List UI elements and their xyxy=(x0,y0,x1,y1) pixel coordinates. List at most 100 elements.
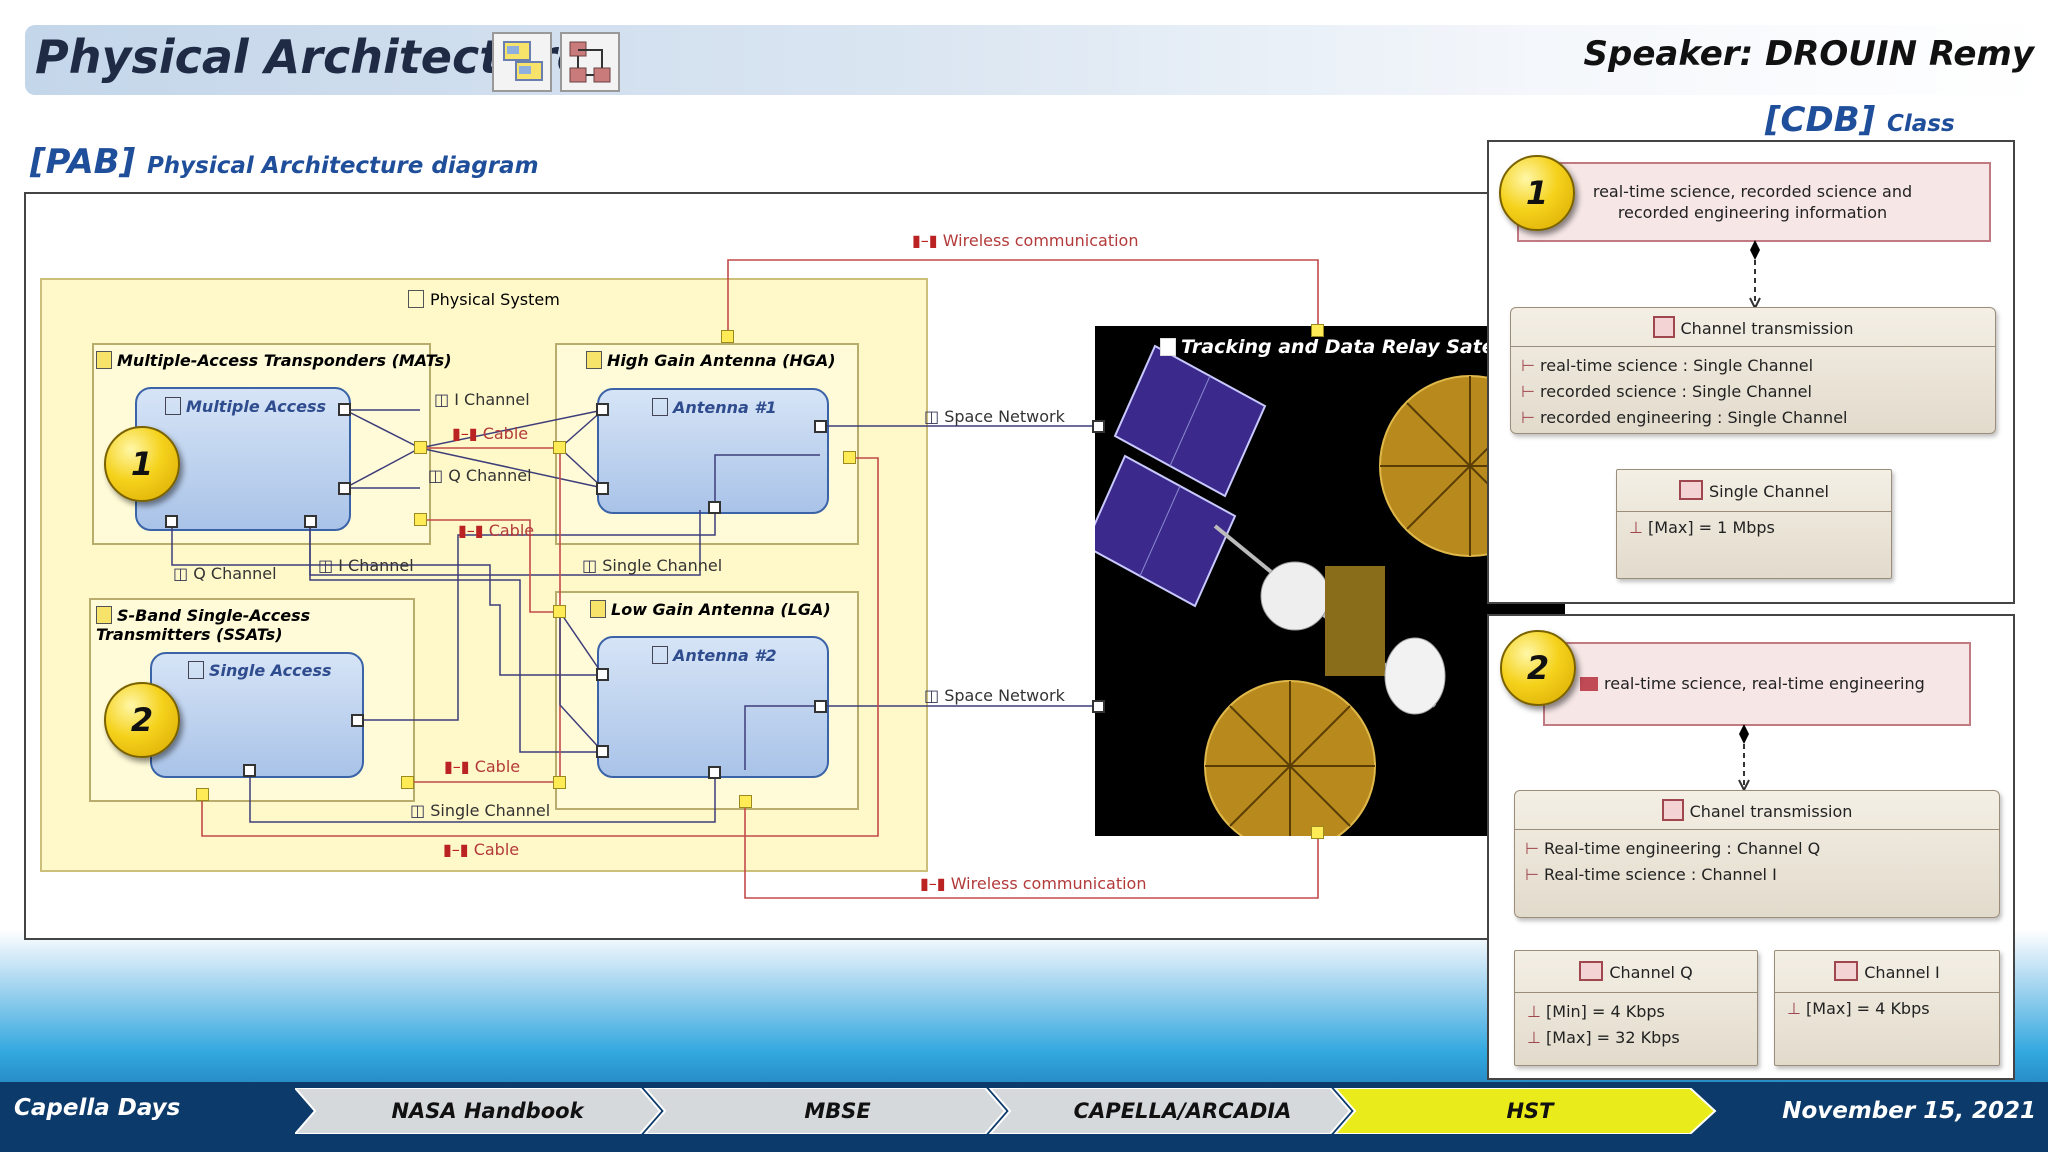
pab-tag: [PAB] xyxy=(30,142,136,182)
attribute-text: recorded engineering : Single Channel xyxy=(1540,408,1848,427)
port[interactable] xyxy=(304,515,317,528)
lga-label: Low Gain Antenna (LGA) xyxy=(590,600,831,619)
q-channel-top-text: Q Channel xyxy=(448,466,532,485)
cdb2-i-attr-row: ⊥ [Max] = 4 Kbps xyxy=(1775,993,1999,1018)
cable-port[interactable] xyxy=(553,776,566,789)
property-icon: ⊥ xyxy=(1629,518,1643,537)
cdb2-q-attr-list: ⊥ [Min] = 4 Kbps ⊥ [Max] = 32 Kbps xyxy=(1515,993,1757,1051)
separator xyxy=(1775,992,1999,993)
cdb2-class-title-row: Chanel transmission xyxy=(1515,791,1999,821)
port[interactable] xyxy=(814,420,827,433)
cable-port[interactable] xyxy=(196,788,209,801)
attribute-icon: ⊢ xyxy=(1521,408,1535,427)
mats-text: Multiple-Access Transponders (MATs) xyxy=(117,351,452,370)
port[interactable] xyxy=(338,482,351,495)
cable-port[interactable] xyxy=(739,795,752,808)
footer-left-label: Capella Days xyxy=(14,1095,181,1121)
link-icon: ◫ xyxy=(410,801,426,820)
attribute-icon: ⊢ xyxy=(1525,865,1539,884)
cable-2-label: ▮–▮ Cable xyxy=(458,521,534,540)
pab-section-label: [PAB] Physical Architecture diagram xyxy=(30,142,539,182)
port[interactable] xyxy=(1092,420,1105,433)
single-channel-bottom-text: Single Channel xyxy=(430,801,551,820)
progress-chevrons xyxy=(295,1088,1717,1134)
attribute-row: ⊥ [Min] = 4 Kbps xyxy=(1527,999,1757,1025)
cdb1-type-title-row: Single Channel xyxy=(1617,470,1891,501)
port[interactable] xyxy=(1092,700,1105,713)
cable-link-icon: ▮–▮ xyxy=(452,424,478,443)
space-network-2-text: Space Network xyxy=(944,686,1065,705)
cable-port[interactable] xyxy=(1311,826,1324,839)
port[interactable] xyxy=(165,515,178,528)
ssats-text: S-Band Single-Access Transmitters (SSATs… xyxy=(96,606,311,644)
port[interactable] xyxy=(596,668,609,681)
cdb1-exchange-text: real-time science, recorded science and … xyxy=(1592,182,1913,222)
step-mbse[interactable]: MBSE xyxy=(804,1099,871,1123)
cdb2-chanel-transmission-class[interactable]: Chanel transmission ⊢ Real-time engineer… xyxy=(1514,790,2000,918)
cable-port[interactable] xyxy=(414,513,427,526)
mats-label: Multiple-Access Transponders (MATs) xyxy=(96,351,452,370)
port[interactable] xyxy=(596,482,609,495)
port[interactable] xyxy=(596,745,609,758)
property-icon: ⊥ xyxy=(1527,1028,1541,1047)
single-access-component[interactable] xyxy=(150,652,364,778)
multiple-access-label: Multiple Access xyxy=(165,397,326,416)
cable-1-label: ▮–▮ Cable xyxy=(452,424,528,443)
cdb1-single-channel-class[interactable]: Single Channel ⊥ [Max] = 1 Mbps xyxy=(1616,469,1892,579)
cdb2-channel-q-class[interactable]: Channel Q ⊥ [Min] = 4 Kbps ⊥ [Max] = 32 … xyxy=(1514,950,1758,1066)
attribute-text: real-time science : Single Channel xyxy=(1540,356,1814,375)
attribute-text: recorded science : Single Channel xyxy=(1540,382,1812,401)
component-icon xyxy=(96,351,112,369)
port[interactable] xyxy=(814,700,827,713)
antenna1-component[interactable] xyxy=(597,388,829,514)
step-hst[interactable]: HST xyxy=(1506,1099,1554,1123)
port[interactable] xyxy=(708,766,721,779)
chevron-step-4-active[interactable] xyxy=(1333,1088,1717,1134)
speaker-label: Speaker: DROUIN Remy xyxy=(1583,34,2034,74)
cdb1-attribute-list: ⊢ real-time science : Single Channel ⊢ r… xyxy=(1511,347,1995,431)
step-capella-arcadia[interactable]: CAPELLA/ARCADIA xyxy=(1073,1099,1292,1123)
i-channel-top-label: ◫ I Channel xyxy=(434,390,530,409)
cdb1-channel-transmission-class[interactable]: Channel transmission ⊢ real-time science… xyxy=(1510,307,1996,434)
hga-label: High Gain Antenna (HGA) xyxy=(586,351,836,370)
port[interactable] xyxy=(351,714,364,727)
physical-component-icon xyxy=(492,32,552,92)
antenna2-text: Antenna #2 xyxy=(673,646,777,665)
pab-label: Physical Architecture diagram xyxy=(146,153,539,179)
cable-link-icon: ▮–▮ xyxy=(458,521,484,540)
cable-port[interactable] xyxy=(414,441,427,454)
cable-link-icon: ▮–▮ xyxy=(920,874,946,893)
port[interactable] xyxy=(596,403,609,416)
port[interactable] xyxy=(243,764,256,777)
cable-link-2 xyxy=(420,519,560,613)
component-icon xyxy=(188,661,204,679)
class-icon xyxy=(1652,316,1675,338)
separator xyxy=(1515,992,1757,993)
chevron-step-2[interactable] xyxy=(643,1088,1007,1134)
cable-port[interactable] xyxy=(401,776,414,789)
cable-4-text: Cable xyxy=(473,840,520,859)
cdb1-exchange-box xyxy=(1517,162,1991,242)
antenna1-label: Antenna #1 xyxy=(652,398,777,417)
attribute-row: ⊢ recorded science : Single Channel xyxy=(1521,379,1995,405)
cable-port[interactable] xyxy=(553,605,566,618)
cable-port[interactable] xyxy=(553,441,566,454)
chevron-step-3[interactable] xyxy=(988,1088,1352,1134)
cable-port[interactable] xyxy=(843,451,856,464)
cable-port[interactable] xyxy=(721,330,734,343)
single-access-label: Single Access xyxy=(188,661,332,680)
q-channel-top-label: ◫ Q Channel xyxy=(428,466,532,485)
port[interactable] xyxy=(338,403,351,416)
single-channel-mid-text: Single Channel xyxy=(602,556,723,575)
cable-port[interactable] xyxy=(1311,324,1324,337)
attribute-row: ⊥ [Max] = 32 Kbps xyxy=(1527,1025,1757,1051)
port[interactable] xyxy=(708,501,721,514)
attribute-row: ⊢ real-time science : Single Channel xyxy=(1521,353,1995,379)
step-nasa-handbook[interactable]: NASA Handbook xyxy=(391,1099,584,1123)
cdb2-channel-i-class[interactable]: Channel I ⊥ [Max] = 4 Kbps xyxy=(1774,950,2000,1066)
cdb2-class-title: Chanel transmission xyxy=(1689,802,1853,821)
type-icon xyxy=(1579,961,1604,981)
attribute-row: ⊢ recorded engineering : Single Channel xyxy=(1521,405,1995,431)
chevron-step-1[interactable] xyxy=(295,1088,662,1134)
attribute-text: [Max] = 4 Kbps xyxy=(1806,999,1930,1018)
